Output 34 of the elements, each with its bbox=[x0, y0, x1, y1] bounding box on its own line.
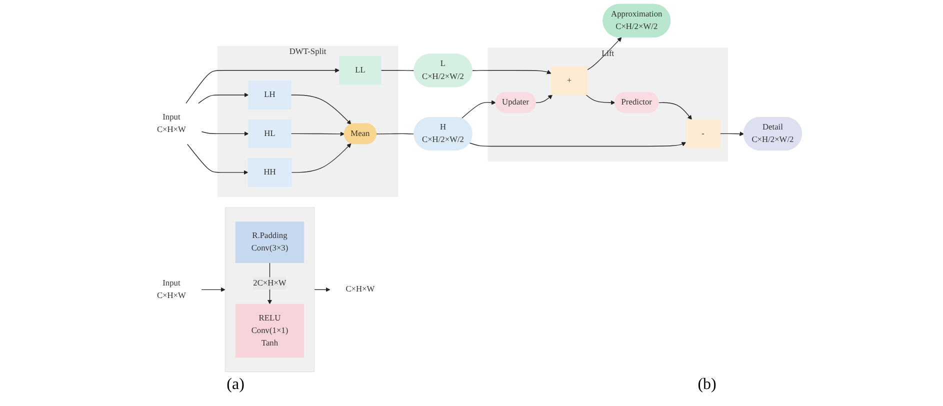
connector bbox=[380, 70, 415, 71]
arrow bbox=[535, 94, 553, 104]
arrow bbox=[201, 131, 249, 136]
arrow bbox=[469, 142, 686, 147]
connector bbox=[376, 133, 415, 134]
arrow bbox=[290, 132, 345, 136]
arrow bbox=[658, 102, 692, 120]
arrow bbox=[187, 144, 248, 175]
subfigure-label: (b) bbox=[698, 376, 716, 395]
subfigure-label: (a) bbox=[226, 376, 244, 395]
arrow bbox=[586, 94, 616, 105]
node-box: RELU Conv(1×1) Tanh bbox=[235, 304, 304, 358]
node-text: Input C×H×W bbox=[156, 278, 186, 300]
node-box: LH bbox=[248, 80, 292, 110]
arrow bbox=[720, 132, 744, 136]
arrow bbox=[291, 143, 352, 173]
arrow bbox=[472, 70, 552, 74]
arrow bbox=[314, 287, 330, 292]
edge-label: 2C×H×W bbox=[253, 278, 286, 288]
cluster bbox=[224, 207, 315, 372]
node-box: + bbox=[550, 66, 588, 96]
arrow bbox=[201, 287, 226, 292]
node-text: Input C×H×W bbox=[156, 112, 186, 134]
node-text: C×H×W bbox=[346, 284, 375, 294]
arrow bbox=[586, 37, 622, 70]
arrow bbox=[461, 100, 496, 119]
node-box: LL bbox=[339, 56, 382, 85]
arrow bbox=[186, 68, 340, 104]
node-box: HL bbox=[248, 119, 292, 148]
node-box: R.Padding Conv(3×3) bbox=[235, 222, 304, 263]
arrow bbox=[198, 92, 249, 104]
arrow bbox=[290, 94, 352, 125]
node-box: - bbox=[686, 119, 720, 148]
node-box: HH bbox=[248, 158, 292, 187]
